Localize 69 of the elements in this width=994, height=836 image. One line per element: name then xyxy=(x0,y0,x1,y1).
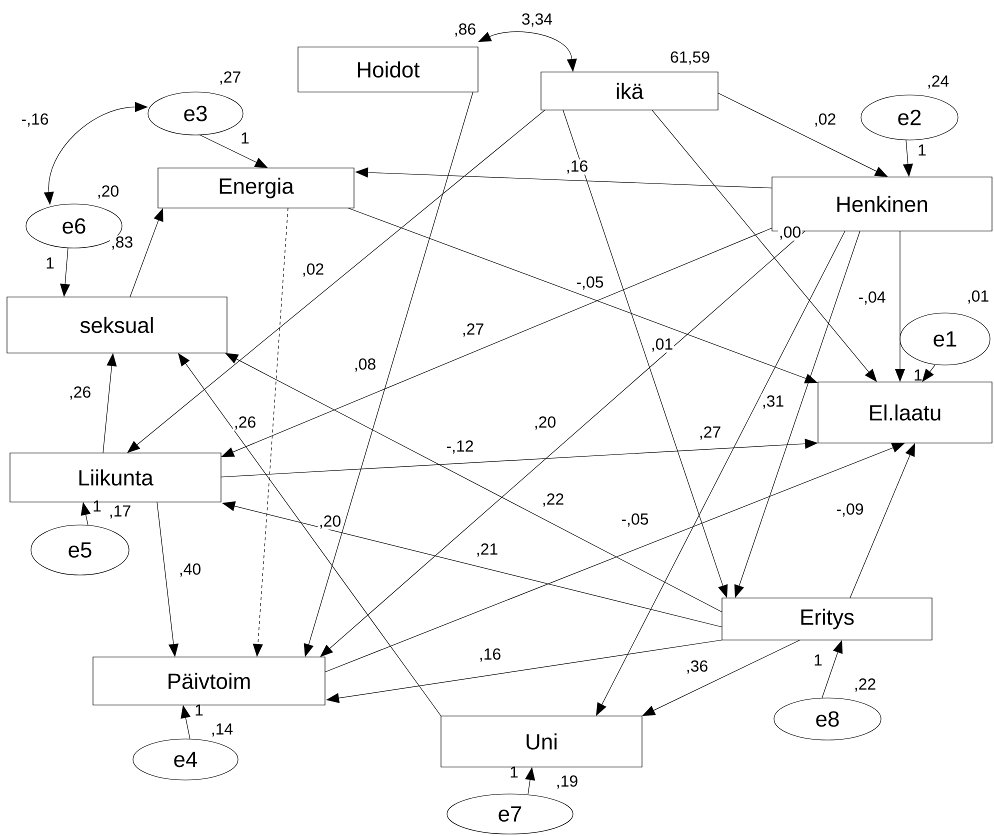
arrow xyxy=(718,92,888,177)
coefficient-label: ,08 xyxy=(352,357,378,373)
coefficient-label: ,20 xyxy=(318,514,342,530)
arrow xyxy=(922,364,936,382)
variable-box: Päivtoim xyxy=(92,656,326,706)
arrow xyxy=(596,230,846,716)
coefficient-label: ,31 xyxy=(760,394,786,410)
coefficient-label: ,26 xyxy=(232,415,258,431)
coefficient-label: ,02 xyxy=(300,262,326,278)
arrow xyxy=(130,208,164,298)
edge-label: 1 xyxy=(242,132,249,144)
variable-box: Energia xyxy=(158,168,354,208)
coefficient-label: ,01 xyxy=(650,337,674,353)
arrow xyxy=(178,353,442,716)
variance-label: 61,59 xyxy=(670,51,710,65)
variable-box: seksual xyxy=(6,296,228,354)
coefficient-label: -,04 xyxy=(857,290,887,306)
arrow xyxy=(200,134,268,168)
variance-label: ,14 xyxy=(212,723,233,737)
arrow xyxy=(642,640,800,716)
edge-label: 1 xyxy=(46,258,54,268)
coefficient-label: ,27 xyxy=(698,425,722,441)
variance-label: ,17 xyxy=(110,505,130,519)
coefficient-label: ,36 xyxy=(684,659,710,675)
arrow xyxy=(734,230,860,598)
edge-label: 1 xyxy=(510,766,518,778)
coefficient-label: ,02 xyxy=(812,112,838,128)
coefficient-label: ,16 xyxy=(564,159,590,175)
variance-label: ,24 xyxy=(928,75,949,89)
edge-label: 3,34 xyxy=(522,13,552,27)
arrow xyxy=(320,230,806,657)
arrow xyxy=(127,110,546,453)
variance-label: ,27 xyxy=(220,71,240,85)
edge-label: 1 xyxy=(196,704,203,716)
variance-label: ,22 xyxy=(855,678,876,692)
variance-label: ,20 xyxy=(98,185,118,199)
variance-label: ,19 xyxy=(557,775,578,789)
edge-label: 1 xyxy=(94,500,101,512)
coefficient-label: ,21 xyxy=(474,542,500,558)
variable-box: ikä xyxy=(540,72,718,110)
arrow xyxy=(348,208,818,384)
arrow xyxy=(324,443,905,672)
coefficient-label: ,26 xyxy=(68,385,92,401)
variable-box: Hoidot xyxy=(298,46,478,92)
arrow xyxy=(850,443,915,598)
edge-label: 1 xyxy=(814,654,822,666)
arrow xyxy=(225,353,722,612)
arrow xyxy=(562,110,728,598)
coefficient-label: ,22 xyxy=(540,492,566,508)
coefficient-label: ,16 xyxy=(478,647,502,663)
edge-label: 1 xyxy=(918,144,926,156)
variable-box: Eritys xyxy=(722,598,932,640)
coefficient-label: -,12 xyxy=(445,439,475,455)
coefficient-label: -,09 xyxy=(835,502,865,518)
variable-box: El.laatu xyxy=(818,382,992,444)
arrow xyxy=(652,110,877,382)
edge-label: 1 xyxy=(914,370,922,380)
coefficient-label: -,05 xyxy=(620,512,650,528)
coefficient-label: ,20 xyxy=(532,415,558,431)
coefficient-label: ,27 xyxy=(460,322,486,338)
coefficient-label: -,05 xyxy=(575,275,605,291)
coefficient-label: ,00 xyxy=(778,225,802,241)
arrow xyxy=(221,228,772,457)
variance-label: ,01 xyxy=(968,290,988,304)
coefficient-label: ,83 xyxy=(110,235,134,251)
variable-box: Uni xyxy=(440,716,642,768)
coefficient-label: ,40 xyxy=(178,562,202,578)
edge-label: -,16 xyxy=(22,113,48,127)
variance-label: ,86 xyxy=(455,23,476,37)
